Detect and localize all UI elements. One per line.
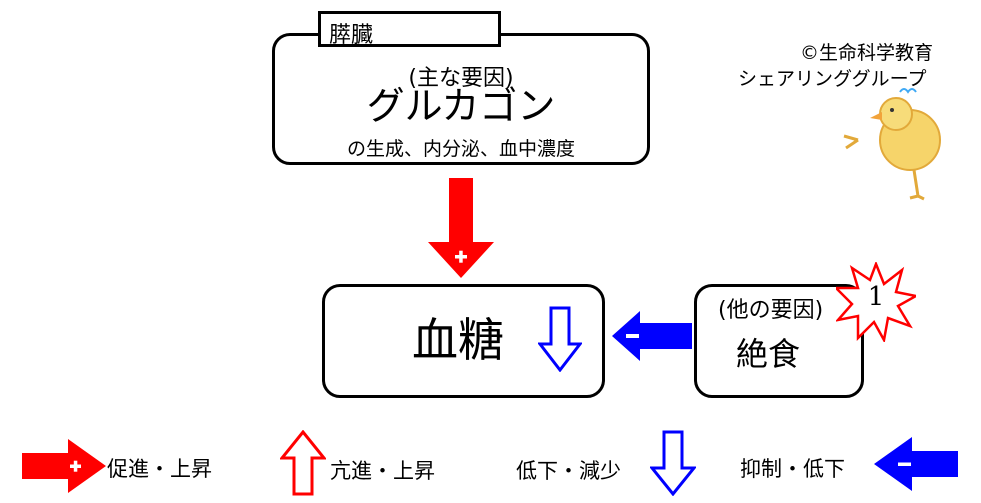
blood-glucose-box [322,284,605,398]
organ-tag: 膵臓 [318,11,501,48]
copyright-line2: シェアリンググループ [738,68,927,90]
legend-promote-label: 促進・上昇 [107,457,212,481]
legend-hyper-label: 亢進・上昇 [330,459,435,483]
legend-decrease-arrow [650,430,696,496]
legend-inhibit-arrow [874,437,958,491]
main-factor-caption: (主な要因) [408,66,514,91]
main-factor-title: グルカゴン [366,84,556,128]
decrease-arrow-icon [538,306,582,372]
legend-promote-arrow [22,439,106,493]
chick-icon [843,88,941,201]
copyright-line1: ©生命科学教育 [800,42,934,64]
legend-inhibit-label: 抑制・低下 [740,457,845,481]
inhibit-arrow-left [612,311,692,361]
other-factor-caption: (他の要因) [718,292,824,324]
other-factor-title: 絶食 [736,335,801,373]
promote-arrow-down [428,178,494,278]
main-factor-subtitle: の生成、内分泌、血中濃度 [346,138,575,160]
legend-decrease-label: 低下・減少 [516,459,621,483]
starburst-badge-icon [836,262,916,342]
organ-tag-label: 膵臓 [329,23,374,48]
blood-glucose-label: 血糖 [412,313,504,367]
legend-hyper-arrow [280,430,326,496]
badge-number: 1 [867,282,885,312]
